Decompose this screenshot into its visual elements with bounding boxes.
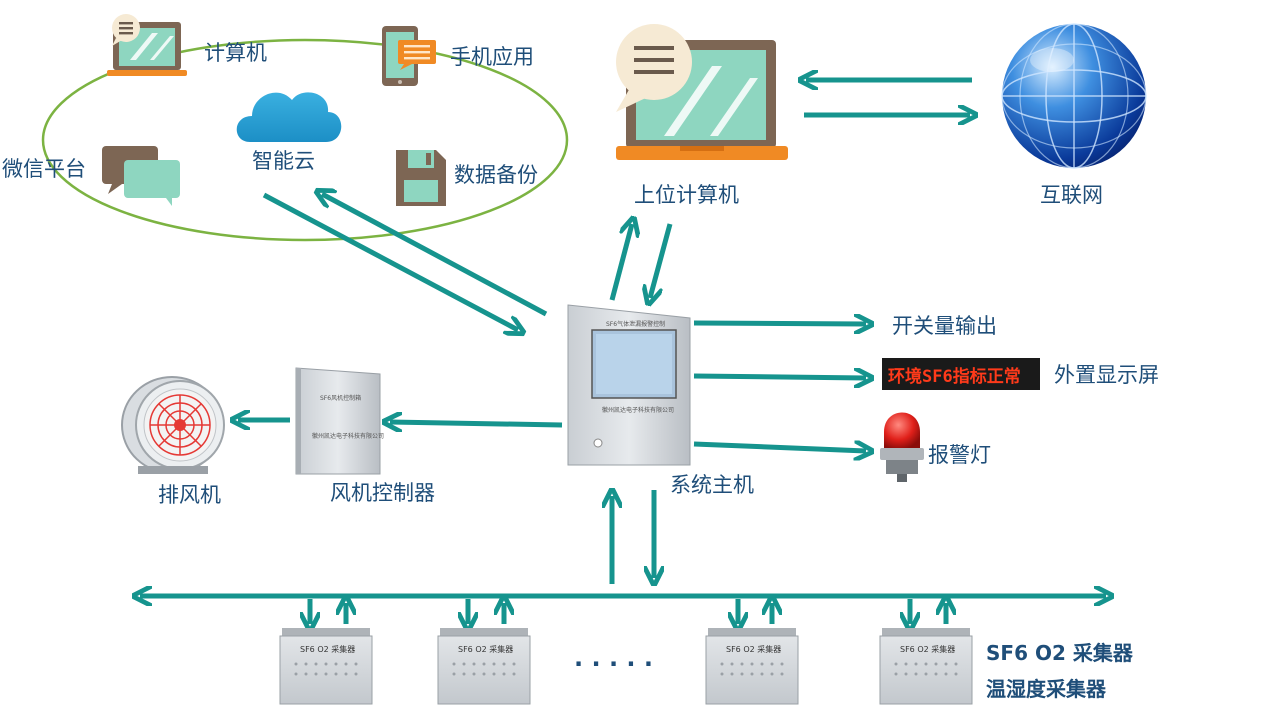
svg-text:徽州凯达电子科技有限公司: 徽州凯达电子科技有限公司	[312, 432, 384, 440]
sf6-o2-collector-label: SF6 O2 采集器	[986, 641, 1134, 665]
svg-text:SF6 O2 采集器: SF6 O2 采集器	[300, 644, 355, 654]
main-host-label: 系统主机	[670, 473, 754, 497]
cloud-icon	[236, 92, 342, 142]
host-computer-icon	[616, 24, 788, 160]
wechat-label: 微信平台	[2, 157, 86, 181]
collector-device: SF6 O2 采集器	[879, 628, 973, 705]
exhaust-fan-icon	[121, 376, 225, 474]
collector-device: SF6 O2 采集器	[705, 628, 799, 705]
arrow-to-alarm	[693, 444, 866, 451]
floppy-disk-icon	[396, 150, 446, 206]
external-display-label: 外置显示屏	[1054, 363, 1159, 387]
display-screen-text: 环境SF6指标正常	[888, 366, 1021, 387]
computer-label: 计算机	[204, 41, 267, 65]
smart-cloud-label: 智能云	[252, 149, 315, 173]
main-host-cabinet-icon: SF6气体泄漏报警控制 徽州凯达电子科技有限公司	[567, 304, 691, 466]
host-pc-label: 上位计算机	[634, 183, 739, 207]
arrow-main-to-hostpc	[609, 224, 632, 301]
mobile-phone-icon	[382, 26, 436, 86]
temp-humidity-collector-label: 温湿度采集器	[986, 677, 1107, 701]
switch-output-label: 开关量输出	[892, 314, 997, 338]
arrow-cloud-to-main	[262, 192, 518, 330]
svg-text:SF6 O2 采集器: SF6 O2 采集器	[726, 644, 781, 654]
arrow-to-switch-output	[693, 323, 866, 324]
collector-device: SF6 O2 采集器	[279, 628, 373, 705]
cloud-group-ellipse	[41, 38, 569, 242]
fan-controller-label: 风机控制器	[330, 481, 435, 505]
arrow-main-to-fan-controller	[390, 422, 563, 425]
data-backup-label: 数据备份	[454, 163, 538, 187]
arrow-hostpc-to-main	[650, 223, 673, 298]
alarm-light-label: 报警灯	[928, 443, 991, 467]
fan-controller-icon: SF6风机控制箱 徽州凯达电子科技有限公司	[295, 367, 384, 475]
svg-text:SF6 O2 采集器: SF6 O2 采集器	[458, 644, 513, 654]
globe-icon	[1001, 23, 1147, 169]
external-display-panel: 环境SF6指标正常	[882, 358, 1040, 390]
svg-text:徽州凯达电子科技有限公司: 徽州凯达电子科技有限公司	[602, 406, 674, 414]
chat-bubbles-icon	[102, 146, 180, 206]
svg-text:SF6气体泄漏报警控制: SF6气体泄漏报警控制	[606, 320, 665, 328]
mobile-app-label: 手机应用	[450, 45, 534, 69]
arrow-main-to-cloud	[322, 194, 548, 317]
internet-label: 互联网	[1040, 183, 1103, 207]
alarm-light-icon	[880, 412, 924, 482]
laptop-icon	[107, 14, 187, 76]
connection-arrows	[140, 80, 1106, 624]
collectors-ellipsis: · · · · ·	[574, 650, 653, 678]
svg-text:SF6 O2 采集器: SF6 O2 采集器	[900, 644, 955, 654]
svg-text:SF6风机控制箱: SF6风机控制箱	[320, 394, 361, 402]
collector-device: SF6 O2 采集器	[437, 628, 531, 705]
arrow-to-display	[693, 376, 866, 378]
fan-label: 排风机	[158, 483, 221, 507]
